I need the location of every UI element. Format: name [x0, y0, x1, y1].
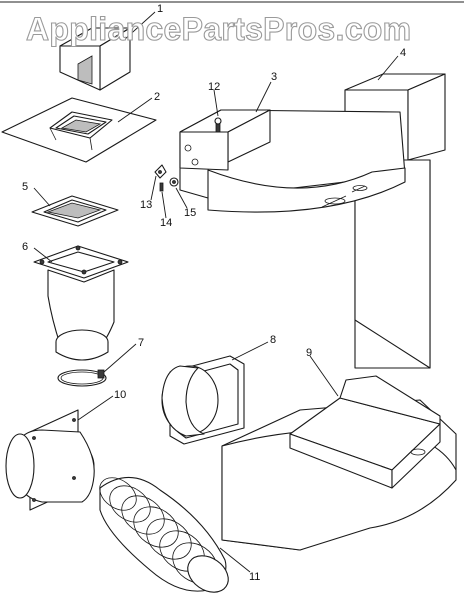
part-10-round-adapter: [5, 409, 95, 511]
callout-9: 9: [306, 347, 312, 359]
part-15-washer: [169, 177, 179, 187]
part-13-bracket: [154, 164, 167, 179]
callout-4: 4: [400, 47, 406, 59]
callout-13: 13: [140, 199, 152, 211]
callout-15: 15: [184, 207, 196, 219]
callout-8: 8: [270, 334, 276, 346]
callout-3: 3: [271, 71, 277, 83]
part-12-screw: [214, 117, 222, 133]
callout-2: 2: [154, 91, 160, 103]
part-8-damper: [161, 355, 245, 445]
part-2-roof-flashing: [1, 97, 157, 163]
part-11-flex-duct: [99, 476, 229, 593]
callout-12: 12: [208, 81, 220, 93]
part-9-base-duct: [221, 375, 457, 551]
watermark-text: AppliancePartsPros.com: [26, 11, 411, 47]
callout-14: 14: [160, 217, 172, 229]
callout-6: 6: [22, 241, 28, 253]
part-6-transition: [33, 245, 129, 361]
callout-5: 5: [22, 181, 28, 193]
callout-labels: 1 2 3 4 5 6 7 8 9 10 11 12 13 14 15: [22, 3, 406, 583]
part-14-screw: [159, 182, 164, 192]
part-7-hose-clamp: [57, 369, 107, 387]
part-3-duct-transition: [179, 109, 406, 213]
callout-7: 7: [138, 337, 144, 349]
leader-lines: [33, 11, 399, 573]
callout-11: 11: [249, 571, 260, 583]
callout-10: 10: [114, 389, 126, 401]
part-5-gasket: [31, 195, 119, 227]
callout-1: 1: [157, 3, 163, 15]
part-1-duct-cap: [59, 27, 131, 91]
